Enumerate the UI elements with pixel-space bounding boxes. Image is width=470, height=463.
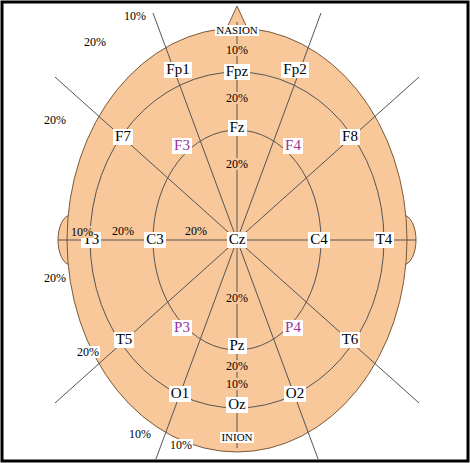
distance-percent: 20% [43,272,67,284]
electrode-label: F3 [174,137,190,153]
landmark-label: NASION [215,25,259,36]
electrode-label: Pz [230,337,245,353]
electrode-label: Fp2 [283,61,306,77]
electrode-box: Pz [228,338,247,354]
distance-percent: 20% [225,158,249,170]
electrode-box: T5 [114,332,135,348]
electrode-box: Fp2 [281,62,308,78]
distance-percent: 10% [225,44,249,56]
distance-percent: 20% [225,360,249,372]
electrode-label: Cz [229,231,246,247]
electrode-label: C3 [146,231,164,247]
electrode-label: Oz [228,396,246,412]
distance-percent: 10% [225,378,249,390]
electrode-label: C4 [310,231,328,247]
electrode-box: C4 [308,232,330,248]
electrode-box: P4 [283,320,303,336]
electrode-label: Fpz [226,63,249,79]
electrode-box: Fp1 [164,62,191,78]
electrode-label: O2 [286,385,304,401]
distance-percent: 20% [184,225,208,237]
electrode-label: Fz [230,119,245,135]
electrode-box: F3 [172,138,192,154]
electrode-label: F4 [285,137,301,153]
electrode-box: T6 [340,332,361,348]
distance-percent: 20% [225,292,249,304]
electrode-box: Fz [228,120,247,136]
electrode-label: T6 [342,331,359,347]
electrode-box: O2 [284,386,306,402]
electrode-label: F8 [342,128,358,144]
radial-lines [55,13,419,459]
electrode-box: Cz [227,232,248,248]
electrode-box: F8 [340,129,360,145]
electrode-box: Fpz [224,64,251,80]
distance-percent: 10% [169,439,193,451]
distance-percent: 10% [123,10,147,22]
electrode-box: T4 [374,232,395,248]
distance-percent: 10% [128,428,152,440]
distance-percent: 20% [76,346,100,358]
electrode-box: P3 [172,320,192,336]
electrode-label: P4 [285,319,301,335]
distance-percent: 20% [225,92,249,104]
electrode-box: F4 [283,138,303,154]
distance-percent: 20% [43,114,67,126]
electrode-label: T4 [376,231,393,247]
electrode-label: O1 [171,385,189,401]
distance-percent: 10% [70,226,94,238]
distance-percent: 20% [111,225,135,237]
distance-percent: 20% [83,36,107,48]
electrode-label: P3 [174,319,190,335]
electrode-box: O1 [169,386,191,402]
electrode-label: F7 [115,128,131,144]
electrode-label: Fp1 [166,61,189,77]
electrode-box: F7 [113,129,133,145]
electrode-box: C3 [144,232,166,248]
landmark-label: INION [220,432,253,443]
electrode-label: T5 [116,331,133,347]
electrode-box: Oz [226,397,248,413]
